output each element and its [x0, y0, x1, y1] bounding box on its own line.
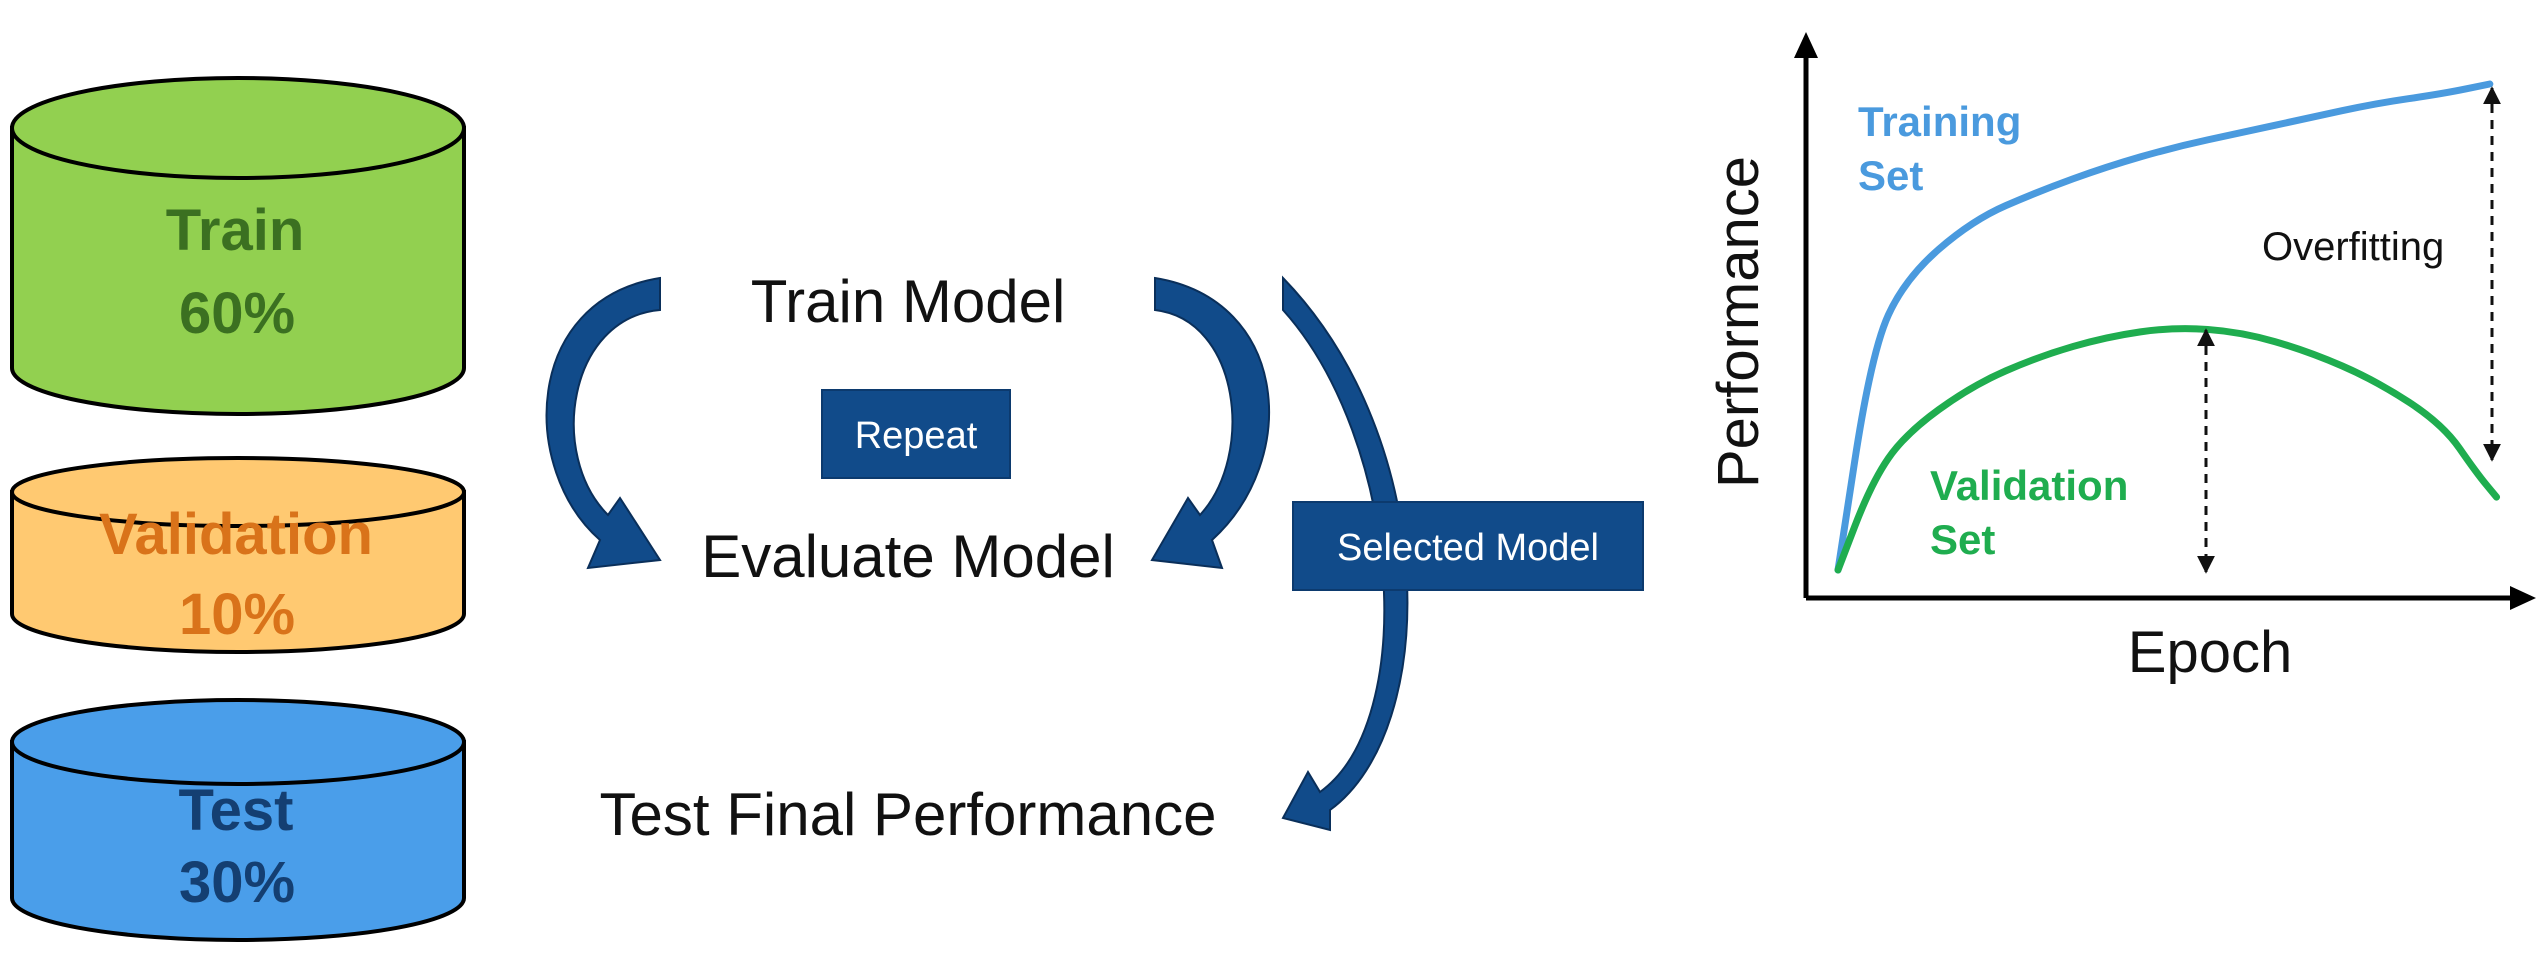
x-axis-arrowhead	[2510, 586, 2536, 610]
series-label-1-0: Validation	[1930, 462, 2128, 509]
series-line-1	[1834, 325, 2501, 574]
repeat-label: Repeat	[855, 415, 978, 457]
left-curved-arrow	[545, 276, 662, 570]
validation-percent: 10%	[179, 582, 295, 647]
repeat-box: Repeat	[821, 389, 1011, 479]
selected-model-curved-arrow	[1281, 275, 1409, 832]
test-percent: 30%	[179, 850, 295, 915]
test-cylinder: Test 30%	[10, 698, 466, 942]
test-final-performance-text: Test Final Performance	[600, 781, 1217, 848]
series-line-0	[1834, 80, 2494, 574]
validation-label: Validation	[99, 502, 373, 567]
train-percent: 60%	[179, 281, 295, 346]
train-cylinder: Train 60%	[10, 76, 466, 416]
train-model-text: Train Model	[751, 268, 1066, 335]
validation-cylinder: Validation 10%	[10, 456, 466, 654]
evaluate-model-text: Evaluate Model	[701, 523, 1115, 590]
y-axis-label: Performance	[1706, 156, 1771, 488]
series-label-0-0: Training	[1858, 98, 2021, 145]
selected-model-label: Selected Model	[1337, 527, 1599, 569]
x-axis-label: Epoch	[2128, 620, 2292, 685]
series-label-0-1: Set	[1858, 152, 1923, 199]
series-label-1-1: Set	[1930, 516, 1995, 563]
right-curved-arrow	[1150, 276, 1271, 570]
performance-chart: Epoch Performance TrainingSetValidationS…	[1706, 32, 2536, 685]
train-label: Train	[166, 198, 305, 263]
overfitting-label: Overfitting	[2262, 225, 2444, 269]
selected-model-box: Selected Model	[1292, 501, 1644, 591]
test-label: Test	[179, 778, 294, 843]
y-axis-arrowhead	[1794, 32, 1818, 58]
